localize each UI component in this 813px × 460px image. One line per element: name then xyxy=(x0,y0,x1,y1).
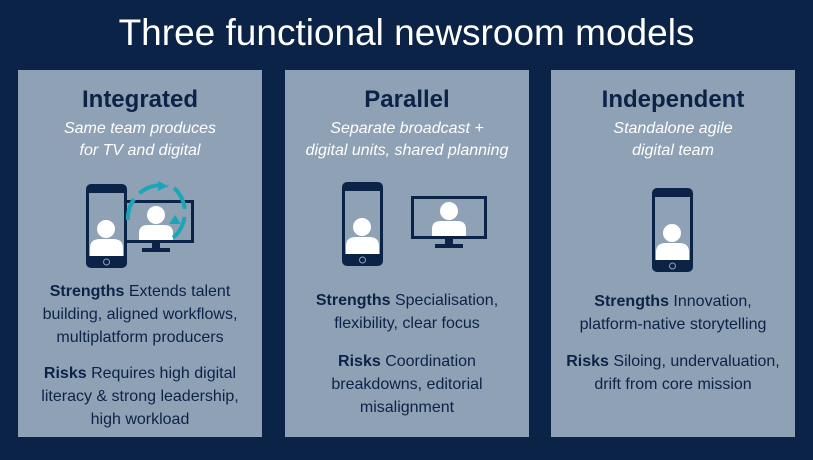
risks-text: Risks Requires high digital literacy & s… xyxy=(41,365,239,428)
risks-text: Risks Siloing, undervaluation, drift fro… xyxy=(566,353,780,393)
strengths-text: Strengths Innovation, platform-native st… xyxy=(579,293,767,333)
panel-title: Parallel xyxy=(364,86,450,113)
strengths-text: Strengths Extends talent building, align… xyxy=(42,283,238,346)
risks-text: Risks Coordination breakdowns, editorial… xyxy=(331,353,483,416)
integrated-devices-icon xyxy=(85,181,194,269)
panel-subtitle: Separate broadcast +digital units, share… xyxy=(305,120,509,159)
panel-title: Independent xyxy=(601,86,745,113)
separate-devices-icon xyxy=(341,181,487,267)
strengths-text: Strengths Specialisation, flexibility, c… xyxy=(315,292,499,332)
slide-title: Three functional newsroom models xyxy=(118,12,695,53)
phone-icon xyxy=(651,187,694,273)
panel-parallel: Parallel Separate broadcast +digital uni… xyxy=(285,70,529,437)
panel-title: Integrated xyxy=(81,86,198,113)
